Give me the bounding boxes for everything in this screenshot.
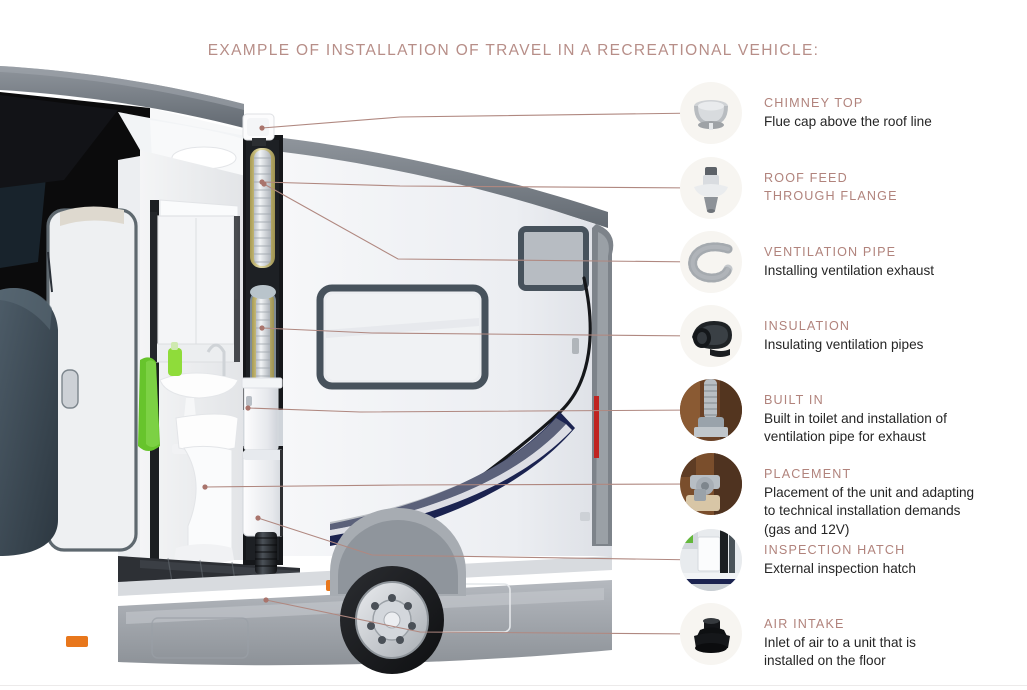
insulation-coil-icon — [680, 305, 742, 367]
rv-exterior-body — [283, 138, 614, 556]
side-marker-orange-2 — [66, 636, 88, 647]
legend-description: Built in toilet and installation of vent… — [764, 411, 947, 445]
roof-overhang — [0, 66, 244, 128]
legend-title: BUILT IN — [764, 393, 824, 407]
legend-title: INSULATION — [764, 319, 851, 333]
legend-title: CHIMNEY TOP — [764, 96, 864, 110]
page-title: EXAMPLE OF INSTALLATION OF TRAVEL IN A R… — [207, 42, 820, 59]
interior-door-panel — [46, 206, 138, 552]
placement-unit — [242, 449, 287, 537]
legend-item-air-intake[interactable]: AIR INTAKE Inlet of air to a unit that i… — [680, 603, 1027, 671]
legend-item-ventilation-pipe[interactable]: VENTILATION PIPE Installing ventilation … — [680, 231, 1027, 293]
legend-item-placement[interactable]: PLACEMENT Placement of the unit and adap… — [680, 453, 1027, 539]
legend-item-chimney-top[interactable]: CHIMNEY TOP Flue cap above the roof line — [680, 82, 1027, 144]
pipe-chase-cutaway — [241, 113, 287, 655]
legend-title: ROOF FEED THROUGH FLANGE — [764, 171, 898, 203]
legend-description: Insulating ventilation pipes — [764, 337, 924, 352]
toilet — [174, 413, 239, 564]
legend-item-inspection-hatch[interactable]: INSPECTION HATCH External inspection hat… — [680, 529, 1027, 591]
rear-marker-light — [594, 396, 599, 458]
built-in-unit — [241, 377, 283, 451]
wall-cabinet — [150, 199, 240, 363]
legend-description: Placement of the unit and adapting to te… — [764, 485, 975, 537]
flex-hose-icon — [680, 231, 742, 293]
rv-cutaway-illustration — [0, 66, 614, 674]
legend-title: AIR INTAKE — [764, 617, 845, 631]
legend-title: PLACEMENT — [764, 467, 852, 481]
roof-flange-icon — [680, 157, 742, 219]
built-in-photo-icon — [680, 379, 742, 441]
legend-title: INSPECTION HATCH — [764, 543, 906, 557]
legend-item-roof-feed[interactable]: ROOF FEED THROUGH FLANGE — [680, 157, 1027, 219]
cab-seat — [0, 287, 58, 556]
legend-description: External inspection hatch — [764, 561, 916, 576]
inspection-hatch-photo-icon — [680, 529, 742, 591]
chimney-cap-icon — [680, 82, 742, 144]
legend-item-built-in[interactable]: BUILT IN Built in toilet and installatio… — [680, 379, 1027, 447]
bottom-divider — [0, 685, 1027, 686]
legend-title: VENTILATION PIPE — [764, 245, 897, 259]
legend-description: Inlet of air to a unit that is installed… — [764, 635, 916, 669]
legend-description: Flue cap above the roof line — [764, 114, 932, 129]
legend-description: Installing ventilation exhaust — [764, 263, 935, 278]
air-intake-cap-icon — [680, 603, 742, 665]
placement-photo-icon — [680, 453, 742, 515]
legend-item-insulation[interactable]: INSULATION Insulating ventilation pipes — [680, 305, 1027, 367]
